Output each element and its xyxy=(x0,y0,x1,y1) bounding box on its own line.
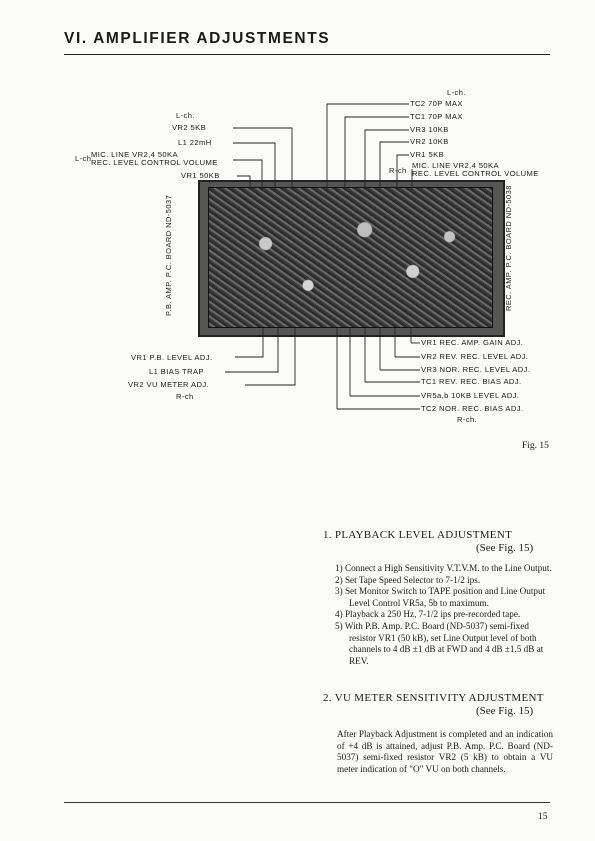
label-tr-vr3: VR3 10KB xyxy=(410,125,449,134)
section1-steps: 1) Connect a High Sensitivity V.T.V.M. t… xyxy=(335,563,553,667)
label-tl-vr2: VR2 5KB xyxy=(172,123,207,132)
label-tr-mic-line-2: REC. LEVEL CONTROL VOLUME xyxy=(412,169,539,178)
label-bl-vr2: VR2 VU METER ADJ. xyxy=(128,380,210,389)
section2-see-fig: (See Fig. 15) xyxy=(476,705,534,717)
label-tl-vr1: VR1 50KB xyxy=(181,171,220,180)
page-title: VI. AMPLIFIER ADJUSTMENTS xyxy=(64,30,331,47)
amplifier-photo xyxy=(208,187,493,328)
label-tl-mic-line-1: MIC. LINE VR2,4 50KA xyxy=(91,150,178,159)
label-br-channel: R-ch. xyxy=(457,415,478,424)
label-tl-mic-line-2: REC. LEVEL CONTROL VOLUME xyxy=(91,158,218,167)
label-br-tc2: TC2 NOR. REC. BIAS ADJ. xyxy=(421,404,524,413)
label-bl-vr1: VR1 P.B. LEVEL ADJ. xyxy=(131,353,213,362)
label-br-tc1: TC1 REV. REC. BIAS ADJ. xyxy=(421,377,522,386)
label-tr-mic-line-1: MIC. LINE VR2,4 50KA xyxy=(412,161,499,170)
label-tr-vr1: VR1 5KB xyxy=(410,150,445,159)
page-number: 15 xyxy=(538,812,548,822)
label-tr-tc1: TC1 70P MAX xyxy=(410,112,463,121)
section2-body: After Playback Adjustment is completed a… xyxy=(337,729,553,774)
label-br-vr2: VR2 REV. REC. LEVEL ADJ. xyxy=(421,352,529,361)
step-item: 2) Set Tape Speed Selector to 7-1/2 ips. xyxy=(335,574,481,585)
section2-title: 2. VU METER SENSITIVITY ADJUSTMENT xyxy=(323,692,544,704)
figure-caption: Fig. 15 xyxy=(522,441,549,451)
header-rule xyxy=(64,54,550,55)
step-item: 5) With P.B. Amp. P.C. Board (ND-5037) s… xyxy=(335,620,544,666)
label-tr-tc2: TC2 70P MAX xyxy=(410,99,463,108)
label-tr-channel: L-ch. xyxy=(447,88,466,97)
footer-rule xyxy=(64,802,550,803)
label-bl-channel: R-ch xyxy=(176,392,194,401)
label-tl-channel: L-ch. xyxy=(176,111,195,120)
label-tl-mic-prefix: L-ch xyxy=(75,154,92,163)
label-tr-vr2: VR2 10KB xyxy=(410,137,449,146)
label-tl-l1: L1 22mH xyxy=(178,138,212,147)
step-item: 3) Set Monitor Switch to TAPE position a… xyxy=(335,586,546,608)
label-bl-l1: L1 BIAS TRAP xyxy=(149,367,204,376)
label-br-vr5: VR5a,b 10KB LEVEL ADJ. xyxy=(421,391,520,400)
section1-title: 1. PLAYBACK LEVEL ADJUSTMENT xyxy=(323,529,513,541)
step-item: 1) Connect a High Sensitivity V.T.V.M. t… xyxy=(335,563,552,573)
label-tr-mic-prefix: R-ch xyxy=(389,166,407,175)
label-br-vr1: VR1 REC. AMP. GAIN ADJ. xyxy=(421,338,524,347)
section1-see-fig: (See Fig. 15) xyxy=(476,542,534,554)
step-item: 4) Playback a 250 Hz, 7-1/2 ips pre-reco… xyxy=(335,609,521,620)
label-br-vr3: VR3 NOR. REC. LEVEL ADJ. xyxy=(421,365,531,374)
